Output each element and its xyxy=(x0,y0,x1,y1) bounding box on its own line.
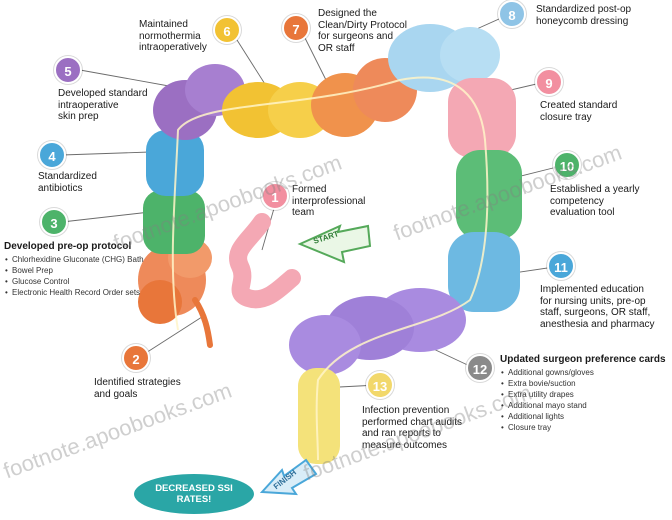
step-3-bullets: Chlorhexidine Gluconate (CHG) Bath Bowel… xyxy=(4,254,154,298)
step-12-number-badge: 12 xyxy=(466,354,494,382)
outcome-label: DECREASED SSI RATES! xyxy=(155,483,233,505)
step-11-number-badge: 11 xyxy=(547,252,575,280)
small-intestine xyxy=(229,213,301,309)
step-8-label: Standardized post-op honeycomb dressing xyxy=(536,4,632,27)
step-7-number-badge: 7 xyxy=(282,14,310,42)
step-10-label: Established a yearly competency evaluati… xyxy=(550,184,640,218)
step-3-bullet: Chlorhexidine Gluconate (CHG) Bath xyxy=(5,254,154,265)
step-5-label: Developed standard intraoperative skin p… xyxy=(58,88,148,122)
start-arrow xyxy=(297,224,372,264)
step-3-bullet: Electronic Health Record Order sets xyxy=(5,287,154,298)
step-12-bullet: Additional gowns/gloves xyxy=(501,367,670,378)
colon xyxy=(138,24,522,464)
step-9-number-badge: 9 xyxy=(535,68,563,96)
step-12-bullet: Extra bovie/suction xyxy=(501,378,670,389)
step-12-bullet: Additional mayo stand xyxy=(501,400,670,411)
step-3-bullet: Glucose Control xyxy=(5,276,154,287)
step-7-label: Designed the Clean/Dirty Protocol for su… xyxy=(318,8,407,54)
step-4-label: Standardized antibiotics xyxy=(38,171,97,194)
finish-arrow xyxy=(259,458,318,496)
step-9-label: Created standard closure tray xyxy=(540,100,618,123)
step-6-number-badge: 6 xyxy=(213,16,241,44)
step-2-number-badge: 2 xyxy=(122,344,150,372)
step-8-number-badge: 8 xyxy=(498,0,526,28)
step-3-number-badge: 3 xyxy=(40,208,68,236)
step-3-bullet: Bowel Prep xyxy=(5,265,154,276)
step-5-number-badge: 5 xyxy=(54,56,82,84)
outcome-badge xyxy=(134,474,254,514)
step-6-label: Maintained normothermia intraoperatively xyxy=(139,19,207,53)
step-11-label: Implemented education for nursing units,… xyxy=(540,284,655,330)
step-12-bullet: Closure tray xyxy=(501,422,670,433)
step-12-bullet: Additional lights xyxy=(501,411,670,422)
step-12-bullet: Extra utility drapes xyxy=(501,389,670,400)
step-13-label: Infection prevention performed chart aud… xyxy=(362,405,463,451)
step-13-number-badge: 13 xyxy=(366,371,394,399)
step-12-label: Updated surgeon preference cards Additio… xyxy=(500,354,670,433)
step-3-label: Developed pre-op protocol Chlorhexidine … xyxy=(4,241,154,298)
step-1-number-badge: 1 xyxy=(261,182,289,210)
step-2-label: Identified strategies and goals xyxy=(94,377,181,400)
step-10-number-badge: 10 xyxy=(553,151,581,179)
step-1-label: Formed interprofessional team xyxy=(292,184,366,218)
step-12-bullets: Additional gowns/gloves Extra bovie/suct… xyxy=(500,367,670,433)
step-4-number-badge: 4 xyxy=(38,141,66,169)
